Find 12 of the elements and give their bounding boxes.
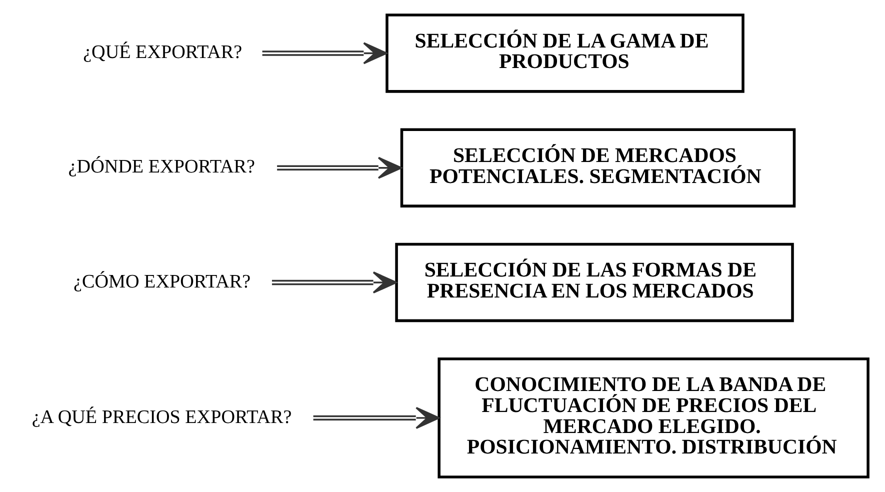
arrow xyxy=(271,271,396,294)
arrow xyxy=(312,406,440,429)
node-box: SELECCIÓN DE LAS FORMAS DE PRESENCIA EN LOS MERCADOS xyxy=(394,242,794,322)
node-text: ¿QUÉ EXPORTAR? xyxy=(82,42,242,64)
node-text: ¿DÓNDE EXPORTAR? xyxy=(68,156,254,178)
arrow xyxy=(276,156,402,179)
node-box: SELECCIÓN DE MERCADOS POTENCIALES. SEGMENTACIÓN xyxy=(400,128,796,208)
node-text: ¿CÓMO EXPORTAR? xyxy=(73,271,250,292)
node-box: CONOCIMIENTO DE LA BANDA DE FLUCTUACIÓN DE PRECIOS DEL MERCADO ELEGIDO. POSICIONAMIENTO. DISTRIBUCIÓN xyxy=(437,358,869,478)
arrow xyxy=(262,42,387,64)
node-box: SELECCIÓN DE LA GAMA DE PRODUCTOS xyxy=(385,14,744,93)
node-text: ¿A QUÉ PRECIOS EXPORTAR? xyxy=(31,406,292,428)
